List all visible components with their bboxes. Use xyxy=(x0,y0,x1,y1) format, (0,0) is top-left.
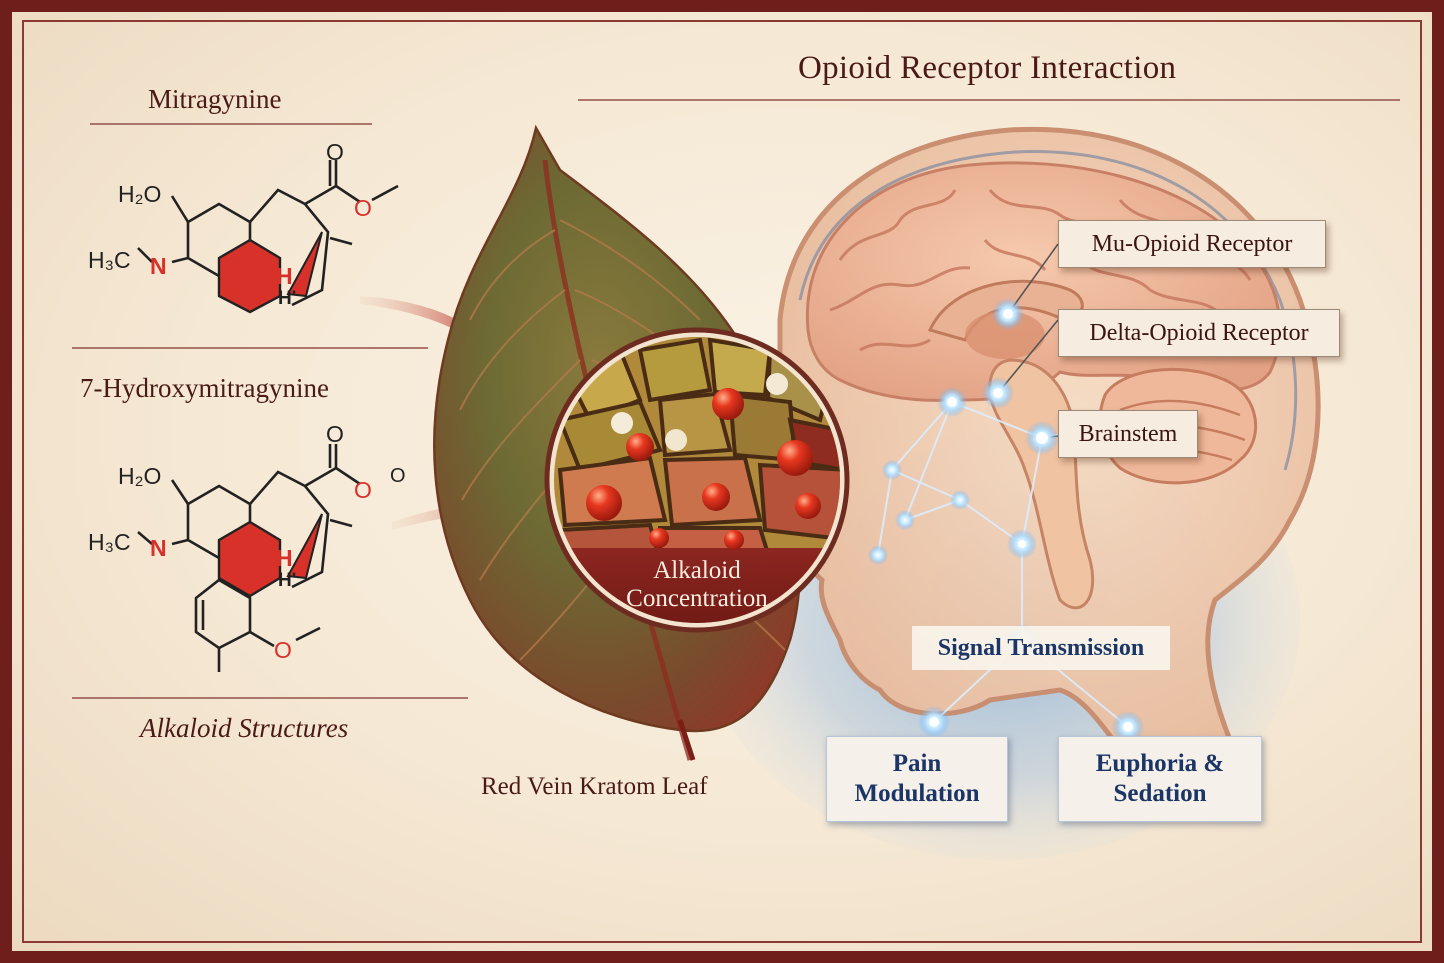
mu-opioid-receptor-callout: Mu-Opioid Receptor xyxy=(1058,220,1326,268)
atom-me-2: H₃C xyxy=(88,529,131,555)
euphoria-sedation-line2: Sedation xyxy=(1113,780,1207,807)
atom-o-lower-2: O xyxy=(274,637,292,663)
head-inner-shell xyxy=(798,150,1298,471)
atom-n-1: N xyxy=(150,253,167,279)
atom-ho-1: H₂O xyxy=(118,181,161,207)
signal-transmission-label: Signal Transmission xyxy=(912,626,1170,670)
brainstem-callout: Brainstem xyxy=(1058,410,1198,458)
euphoria-sedation-line1: Euphoria & xyxy=(1095,750,1225,777)
leaf-caption: Red Vein Kratom Leaf xyxy=(481,773,708,800)
atom-o-end-2: O xyxy=(390,465,406,487)
mitragynine-title: Mitragynine xyxy=(148,84,282,114)
pain-modulation-box: Pain Modulation xyxy=(826,736,1008,822)
mitragynine-red-ring xyxy=(217,238,282,314)
delta-opioid-receptor-callout: Delta-Opioid Receptor xyxy=(1058,309,1340,357)
euphoria-sedation-box: Euphoria & Sedation xyxy=(1058,736,1262,822)
hydroxymitragynine-title: 7-Hydroxymitragynine xyxy=(80,373,329,403)
atom-ho-2: H₂O xyxy=(118,463,161,489)
alkaloid-concentration-line1: Alkaloid xyxy=(653,557,741,584)
atom-labels: H₂O H₃C N O O H H' H₂O H₃C N O O O H H' … xyxy=(88,139,406,663)
atom-o-ester-1: O xyxy=(354,195,372,221)
atom-h1-1: H xyxy=(276,263,293,289)
pain-modulation-line1: Pain xyxy=(892,750,942,777)
atom-o-top-1: O xyxy=(326,139,344,165)
neural-network xyxy=(877,400,1141,728)
leaf-stem xyxy=(677,719,696,761)
pain-modulation-line2: Modulation xyxy=(854,780,980,807)
alkaloid-inset xyxy=(544,327,850,633)
separator-lines xyxy=(72,99,1400,699)
hydroxy-red-wedge xyxy=(286,513,323,580)
alkaloid-beads xyxy=(586,373,821,550)
atom-o-top-2: O xyxy=(326,421,344,447)
alkaloid-concentration-label: Alkaloid Concentration xyxy=(597,557,797,613)
inner-frame xyxy=(22,20,1422,943)
atom-h2-2: H' xyxy=(278,570,296,591)
atom-n-2: N xyxy=(150,535,167,561)
thalamus xyxy=(965,311,1045,359)
hydroxy-red-ring xyxy=(217,520,282,598)
alkaloid-concentration-line2: Concentration xyxy=(626,585,768,612)
mitragynine-red-wedge xyxy=(286,231,323,298)
hydroxy-structure xyxy=(137,444,361,672)
receptor-nodes xyxy=(868,298,1144,743)
atom-me-1: H₃C xyxy=(88,247,131,273)
alkaloid-structures-caption: Alkaloid Structures xyxy=(140,713,349,743)
atom-h2-1: H' xyxy=(278,288,296,309)
diagram-title: Opioid Receptor Interaction xyxy=(798,50,1177,86)
atom-o-ester-2: O xyxy=(354,477,372,503)
atom-h1-2: H xyxy=(276,545,293,571)
